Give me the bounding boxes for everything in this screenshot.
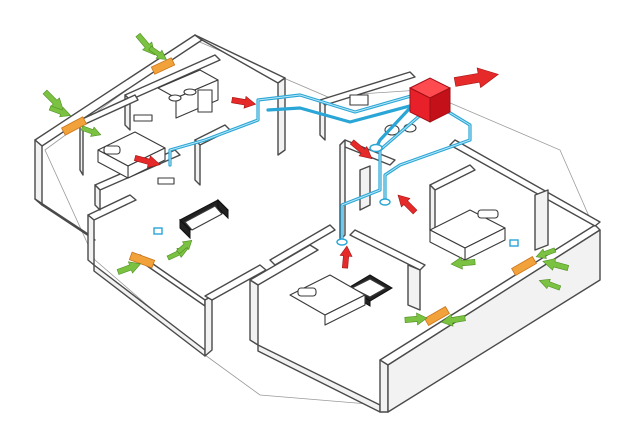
green-arrow-icon bbox=[450, 256, 476, 270]
tv-unit-center bbox=[157, 177, 175, 185]
green-arrow-icon bbox=[116, 261, 142, 275]
red-arrow-icon bbox=[231, 95, 257, 109]
bathroom-fixtures bbox=[157, 69, 219, 119]
red-arrow-icon bbox=[133, 155, 161, 168]
red-arrow-icon bbox=[397, 194, 418, 215]
green-arrow-icon bbox=[440, 313, 466, 327]
green-arrow-icon bbox=[542, 258, 570, 271]
green-arrow-icon bbox=[48, 105, 72, 118]
red-arrow-icon bbox=[339, 245, 353, 269]
window-vents bbox=[60, 57, 537, 327]
orange-vent-icon bbox=[511, 255, 537, 277]
orange-vent-icon bbox=[424, 305, 450, 327]
ceiling-diffusers bbox=[153, 143, 519, 247]
green-arrow-icon bbox=[176, 240, 193, 255]
bed-bottom-room bbox=[289, 274, 366, 326]
ceiling-diffuser-icon bbox=[153, 227, 163, 235]
green-arrow-icon bbox=[148, 45, 167, 60]
ceiling-diffuser-icon bbox=[509, 239, 519, 247]
green-arrow-icon bbox=[80, 125, 102, 137]
green-arrow-icon bbox=[535, 247, 557, 259]
ceiling-diffuser-icon bbox=[336, 238, 348, 246]
ceiling-diffuser-icon bbox=[379, 198, 391, 206]
red-cube-icon bbox=[408, 77, 452, 123]
red-arrow-icon bbox=[453, 67, 499, 89]
tv-unit-left bbox=[133, 114, 153, 122]
outer-walls bbox=[34, 34, 601, 413]
green-arrow-icon bbox=[538, 278, 562, 291]
ceiling-diffuser-icon bbox=[369, 143, 383, 153]
red-arrow-icon bbox=[349, 139, 373, 160]
orange-vent-icon bbox=[150, 57, 176, 75]
sofa-living-room bbox=[179, 198, 229, 240]
green-arrow-icon bbox=[404, 312, 428, 326]
fresh-air-arrows bbox=[42, 32, 570, 327]
bed-right-room bbox=[429, 209, 506, 261]
exhaust-arrows bbox=[133, 67, 499, 269]
orange-vent-icon bbox=[60, 116, 88, 136]
